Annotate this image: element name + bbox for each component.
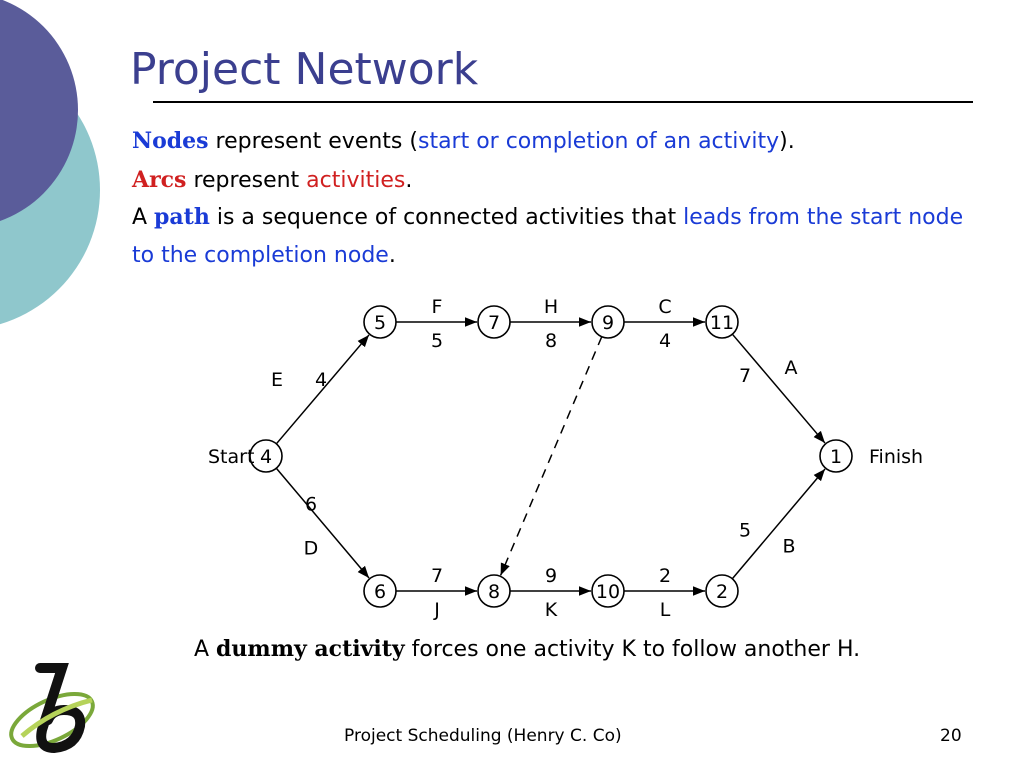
bullet-path: A path is a sequence of connected activi… bbox=[132, 204, 963, 230]
node-circle bbox=[591, 305, 625, 339]
bullet-nodes: Nodes represent events (start or complet… bbox=[132, 128, 795, 154]
activity-label: J bbox=[433, 599, 440, 621]
line1-text-b: ). bbox=[779, 129, 795, 154]
node-label: 8 bbox=[488, 581, 500, 603]
caption-text-a: A bbox=[194, 637, 217, 662]
activity-label: B bbox=[782, 536, 795, 558]
duration-label: 9 bbox=[545, 565, 557, 587]
activity-label: L bbox=[660, 599, 671, 621]
duration-label: 7 bbox=[431, 565, 443, 587]
node-circle bbox=[477, 305, 511, 339]
dummy-activity-caption: A dummy activity forces one activity K t… bbox=[194, 636, 860, 662]
decorative-circles bbox=[0, 0, 100, 325]
line3-text-a: A bbox=[132, 205, 155, 230]
activity-label: C bbox=[658, 296, 671, 318]
node-label: 5 bbox=[374, 312, 386, 334]
bullet-path-cont: to the completion node. bbox=[132, 243, 396, 268]
node-label: 11 bbox=[710, 312, 734, 334]
line1-highlight: start or completion of an activity bbox=[417, 129, 780, 154]
edge-B bbox=[731, 468, 826, 580]
node-label: 9 bbox=[602, 312, 614, 334]
duration-label: 5 bbox=[739, 520, 751, 542]
footer-course: Project Scheduling (Henry C. Co) bbox=[344, 726, 622, 746]
line2-text-b: . bbox=[405, 168, 413, 193]
node-label: 2 bbox=[716, 581, 728, 603]
edge-A bbox=[731, 333, 826, 444]
node-label: 6 bbox=[374, 581, 386, 603]
duration-label: 7 bbox=[739, 365, 751, 387]
activity-label: A bbox=[785, 357, 798, 379]
bullet-arcs: Arcs represent activities. bbox=[132, 167, 412, 193]
line2-text-a: represent bbox=[186, 168, 307, 193]
line3-text-b: is a sequence of connected activities th… bbox=[209, 205, 684, 230]
title-divider bbox=[153, 101, 973, 103]
node-label: 7 bbox=[488, 312, 500, 334]
term-arcs: Arcs bbox=[132, 167, 187, 193]
duration-label: 4 bbox=[659, 330, 671, 352]
node-circle bbox=[819, 439, 853, 473]
logo bbox=[9, 663, 95, 754]
node-label: 4 bbox=[260, 446, 272, 468]
caption-term: dummy activity bbox=[216, 636, 405, 662]
activity-label: F bbox=[432, 296, 443, 318]
node-label: 1 bbox=[830, 446, 842, 468]
duration-label: 8 bbox=[545, 330, 557, 352]
duration-label: 5 bbox=[431, 330, 443, 352]
dummy-edge bbox=[499, 336, 603, 576]
page-title: Project Network bbox=[130, 44, 479, 95]
term-nodes: Nodes bbox=[132, 128, 209, 154]
node-circle bbox=[705, 574, 739, 608]
duration-label: 4 bbox=[315, 369, 327, 391]
activity-label: E bbox=[271, 369, 283, 391]
edge-E bbox=[275, 334, 370, 445]
activity-label: D bbox=[304, 538, 319, 560]
line2-highlight: activities bbox=[306, 168, 406, 193]
edge-D bbox=[275, 467, 370, 579]
activity-label: H bbox=[544, 296, 558, 318]
duration-label: 2 bbox=[659, 565, 671, 587]
activity-label: K bbox=[545, 599, 558, 621]
node-circle bbox=[477, 574, 511, 608]
node-circle bbox=[591, 574, 625, 608]
line1-text-a: represent events ( bbox=[208, 129, 418, 154]
node-label: 10 bbox=[596, 581, 620, 603]
duration-label: 6 bbox=[305, 494, 317, 516]
line4-highlight: to the completion node bbox=[132, 243, 389, 268]
node-circle bbox=[363, 305, 397, 339]
node-circle bbox=[363, 574, 397, 608]
node-circle bbox=[705, 305, 739, 339]
finish-label: Finish bbox=[869, 446, 923, 468]
start-label: Start bbox=[208, 446, 254, 468]
line4-text-b: . bbox=[388, 243, 396, 268]
caption-text-b: forces one activity K to follow another … bbox=[404, 637, 861, 662]
page-number: 20 bbox=[940, 726, 962, 746]
line3-highlight: leads from the start node bbox=[683, 205, 964, 230]
term-path: path bbox=[154, 204, 210, 230]
node-circle bbox=[249, 439, 283, 473]
